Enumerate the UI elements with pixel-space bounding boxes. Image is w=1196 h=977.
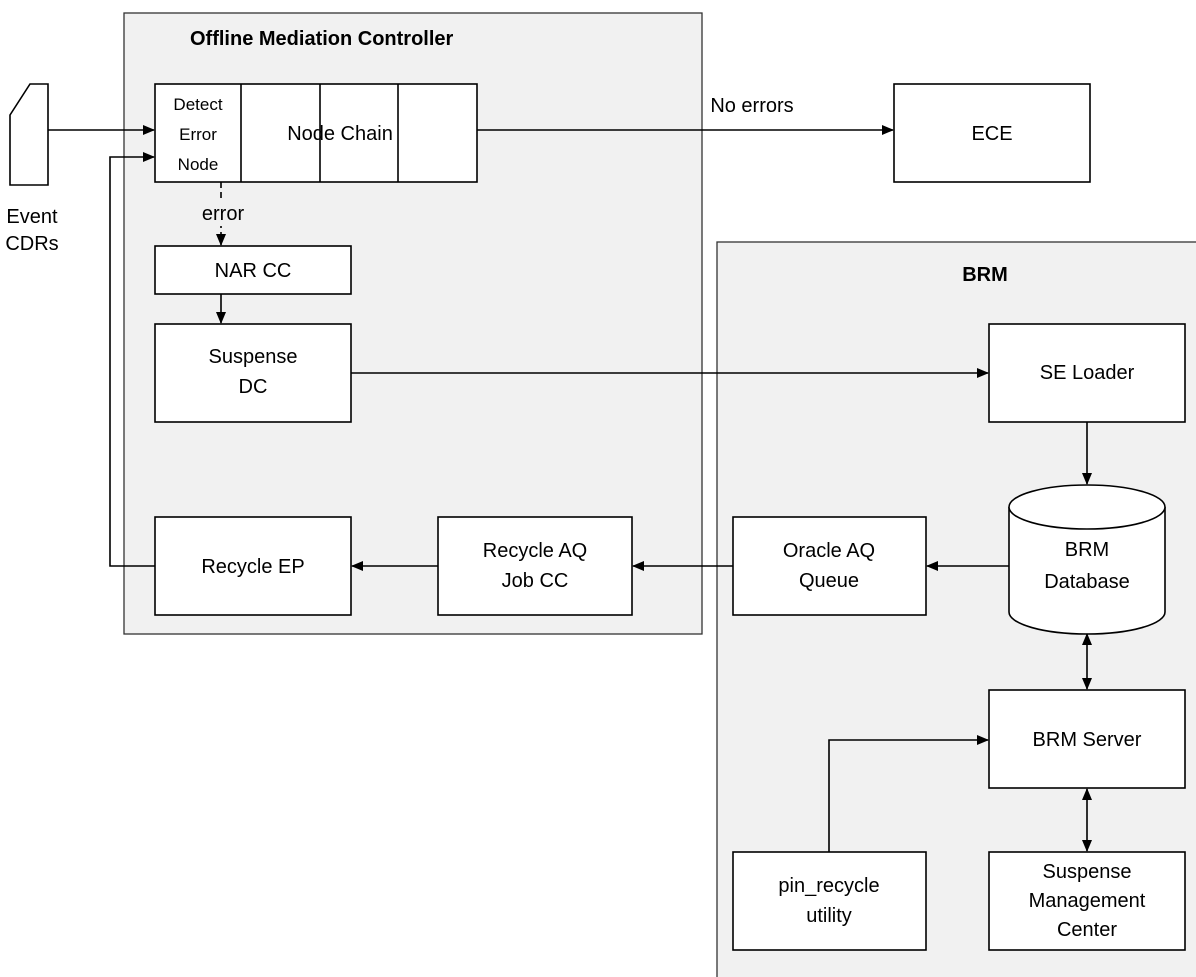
brm-server-box[interactable] bbox=[988, 689, 1186, 789]
document-icon bbox=[9, 83, 49, 186]
suspense-dc-line1: Suspense bbox=[209, 346, 298, 368]
se-loader-label: SE Loader bbox=[1040, 362, 1135, 384]
error-label: error bbox=[202, 203, 245, 225]
node-chain-label: Node Chain bbox=[287, 123, 393, 145]
omc-group-title: Offline Mediation Controller bbox=[190, 28, 454, 50]
ece-label: ECE bbox=[971, 123, 1012, 145]
nar-cc-box[interactable] bbox=[154, 245, 352, 295]
event-cdrs-label-line2: CDRs bbox=[5, 233, 58, 255]
nar-cc-label: NAR CC bbox=[215, 260, 292, 282]
brm-database-line2: Database bbox=[1044, 571, 1130, 593]
pin-recycle-line1: pin_recycle bbox=[778, 875, 879, 897]
database-icon-top bbox=[1008, 484, 1166, 530]
no-errors-label: No errors bbox=[710, 95, 793, 117]
suspense-dc-box[interactable] bbox=[154, 323, 352, 423]
detect-error-node-line1: Detect bbox=[173, 95, 222, 114]
recycle-ep-to-node-arrow bbox=[109, 152, 155, 567]
brm-group-title: BRM bbox=[962, 264, 1008, 286]
recycle-aq-job-cc-line1: Recycle AQ bbox=[483, 540, 587, 562]
suspense-dc-line2: DC bbox=[239, 376, 268, 398]
detect-error-node-line2: Error bbox=[179, 125, 217, 144]
brm-server-label: BRM Server bbox=[1033, 729, 1142, 751]
suspense-mgmt-line3: Center bbox=[1057, 919, 1117, 941]
detect-error-node-line3: Node bbox=[178, 155, 219, 174]
pin-recycle-to-server-arrow bbox=[828, 735, 989, 852]
pin-recycle-utility-box[interactable] bbox=[732, 851, 927, 951]
pin-recycle-line2: utility bbox=[806, 905, 852, 927]
oracle-aq-queue-box[interactable] bbox=[732, 516, 927, 616]
suspense-mgmt-line1: Suspense bbox=[1043, 861, 1132, 883]
recycle-ep-box[interactable] bbox=[154, 516, 352, 616]
suspense-mgmt-line2: Management bbox=[1029, 890, 1146, 912]
node-chain-box[interactable] bbox=[154, 83, 478, 183]
brm-database-line1: BRM bbox=[1065, 539, 1109, 561]
suspense-management-center-box[interactable] bbox=[988, 851, 1186, 951]
oracle-aq-queue-line2: Queue bbox=[799, 570, 859, 592]
recycle-aq-job-cc-box[interactable] bbox=[437, 516, 633, 616]
recycle-ep-label: Recycle EP bbox=[201, 556, 304, 578]
oracle-aq-queue-line1: Oracle AQ bbox=[783, 540, 875, 562]
se-loader-box[interactable] bbox=[988, 323, 1186, 423]
ece-box[interactable] bbox=[893, 83, 1091, 183]
recycle-aq-job-cc-line2: Job CC bbox=[502, 570, 569, 592]
event-cdrs-label-line1: Event bbox=[6, 206, 58, 228]
error-label-bg bbox=[199, 198, 247, 226]
